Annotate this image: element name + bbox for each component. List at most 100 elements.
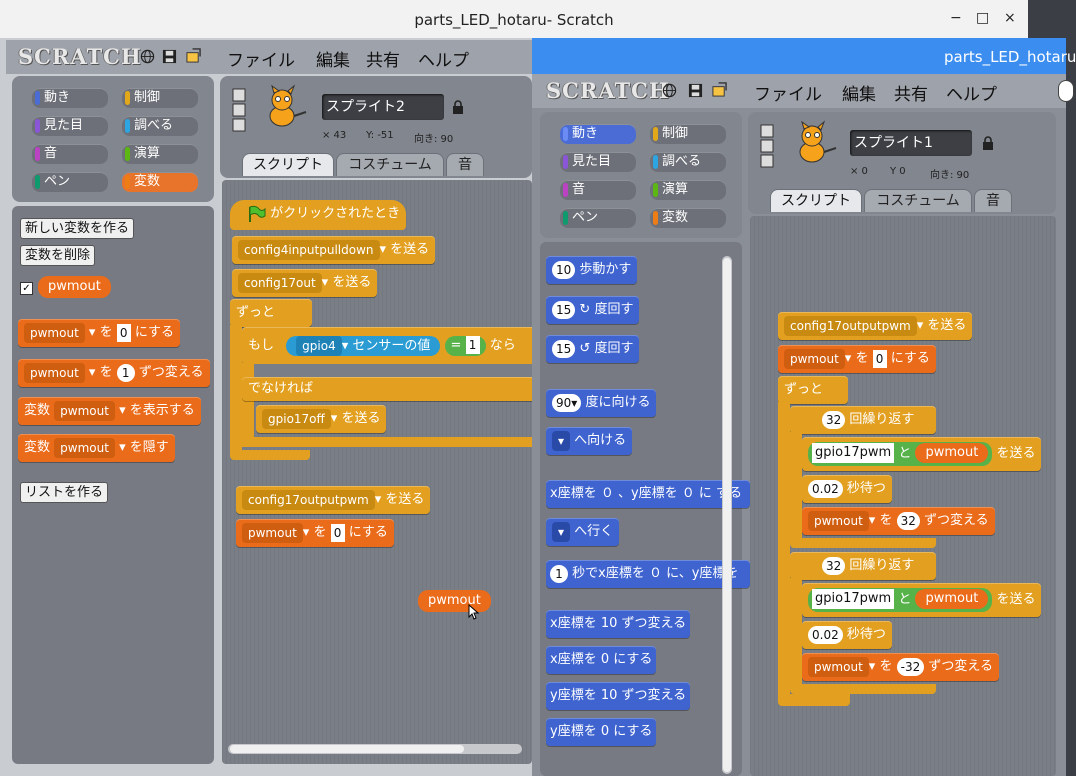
variable-checkbox[interactable]: ✓ — [20, 282, 33, 295]
point-direction-block[interactable]: 90▾ 度に向ける — [546, 389, 657, 417]
category-sensing[interactable]: 調べる — [122, 116, 198, 136]
broadcast-block[interactable]: gpio17off▾ を送る — [256, 405, 387, 433]
category-pen[interactable]: ペン — [560, 208, 636, 228]
front-block-palette: 10 歩動かす 15 ↻ 度回す 15 ↺ 度回す 90▾ 度に向ける ▾ へ向… — [540, 242, 750, 776]
menu-help[interactable]: ヘルプ — [418, 51, 469, 71]
wait-block[interactable]: 0.02 秒待つ — [802, 475, 892, 503]
globe-icon[interactable] — [662, 83, 677, 98]
tab-sounds[interactable]: 音 — [446, 153, 484, 176]
change-x-block[interactable]: x座標を 10 ずつ変える — [546, 610, 691, 638]
broadcast-join-block[interactable]: gpio17pwm と pwmout を送る — [802, 583, 1042, 617]
broadcast-block[interactable]: config4inputpulldown▾ を送る — [232, 236, 436, 264]
equals-operator[interactable]: = 1 — [444, 335, 486, 356]
globe-icon[interactable] — [140, 49, 155, 64]
menu-help[interactable]: ヘルプ — [946, 85, 997, 105]
join-operator[interactable]: gpio17pwm と pwmout — [808, 441, 993, 466]
delete-variable-button[interactable]: 変数を削除 — [20, 245, 96, 266]
menu-share[interactable]: 共有 — [366, 51, 400, 71]
share-icon[interactable] — [712, 82, 727, 97]
hide-variable-block[interactable]: 変数 pwmout ▾ を隠す — [18, 434, 175, 462]
if-foot — [242, 437, 532, 447]
menu-edit[interactable]: 編集 — [316, 51, 350, 71]
wait-block[interactable]: 0.02 秒待つ — [802, 621, 892, 649]
lock-icon[interactable] — [452, 100, 464, 114]
broadcast-join-block[interactable]: gpio17pwm と pwmout を送る — [802, 437, 1042, 471]
menu-file[interactable]: ファイル — [754, 85, 822, 105]
rotation-style-icons[interactable] — [232, 88, 246, 132]
join-operator[interactable]: gpio17pwm と pwmout — [808, 587, 993, 612]
category-variables[interactable]: 変数 — [122, 172, 198, 192]
repeat-block[interactable]: 32 回繰り返す — [790, 552, 936, 580]
forever-block[interactable]: ずっと — [778, 376, 848, 404]
broadcast-block[interactable]: config17outputpwm▾ を送る — [236, 486, 431, 514]
tab-costumes[interactable]: コスチューム — [864, 189, 972, 212]
category-sound[interactable]: 音 — [32, 144, 108, 164]
move-steps-block[interactable]: 10 歩動かす — [546, 256, 638, 284]
set-variable-block[interactable]: pwmout ▾ を 0 にする — [18, 319, 181, 347]
minimize-button[interactable]: − — [950, 10, 962, 26]
sensor-value-reporter[interactable]: gpio4▾ センサーの値 — [286, 335, 441, 356]
when-flag-clicked-hat[interactable]: がクリックされたとき — [230, 200, 406, 230]
front-script-area[interactable]: config17outputpwm▾ を送る pwmout▾ を 0 にする ず… — [750, 216, 1056, 776]
sprite-name-field[interactable]: スプライト1 — [850, 130, 972, 156]
sprite-name-field[interactable]: スプライト2 — [322, 94, 444, 120]
category-variables[interactable]: 変数 — [650, 208, 726, 228]
save-icon[interactable] — [688, 83, 703, 98]
category-motion[interactable]: 動き — [32, 88, 108, 108]
category-sensing[interactable]: 調べる — [650, 152, 726, 172]
broadcast-block[interactable]: config17out▾ を送る — [232, 269, 378, 297]
category-looks[interactable]: 見た目 — [560, 152, 636, 172]
set-y-block[interactable]: y座標を 0 にする — [546, 718, 657, 746]
set-variable-block[interactable]: pwmout▾ を 0 にする — [236, 519, 394, 547]
category-pen[interactable]: ペン — [32, 172, 108, 192]
change-variable-block[interactable]: pwmout▾ を -32 ずつ変える — [802, 653, 999, 681]
turn-left-block[interactable]: 15 ↺ 度回す — [546, 335, 640, 363]
menu-edit[interactable]: 編集 — [842, 85, 876, 105]
maximize-button[interactable]: □ — [976, 10, 990, 26]
change-y-block[interactable]: y座標を 10 ずつ変える — [546, 682, 691, 710]
floating-variable-reporter[interactable]: pwmout — [418, 590, 491, 612]
palette-vertical-scrollbar[interactable] — [722, 256, 732, 774]
category-operators[interactable]: 演算 — [650, 180, 726, 200]
save-icon[interactable] — [162, 49, 177, 64]
if-else-block[interactable]: もし gpio4▾ センサーの値 = 1 なら — [242, 327, 544, 365]
tab-scripts[interactable]: スクリプト — [242, 153, 334, 176]
horizontal-scrollbar[interactable] — [228, 744, 522, 754]
tab-scripts[interactable]: スクリプト — [770, 189, 862, 212]
broadcast-block[interactable]: config17outputpwm▾ を送る — [778, 312, 973, 340]
lock-icon[interactable] — [982, 136, 994, 150]
rotation-style-icons[interactable] — [760, 124, 774, 168]
repeat-foot — [790, 684, 936, 694]
make-list-button[interactable]: リストを作る — [20, 482, 109, 503]
tab-sounds[interactable]: 音 — [974, 189, 1012, 212]
forever-block[interactable]: ずっと — [230, 299, 312, 327]
variable-reporter-pwmout[interactable]: pwmout — [38, 276, 111, 298]
tab-costumes[interactable]: コスチューム — [336, 153, 444, 176]
category-control[interactable]: 制御 — [122, 88, 198, 108]
category-sound[interactable]: 音 — [560, 180, 636, 200]
glide-block[interactable]: 1 秒でx座標を ０ に、y座標を — [546, 560, 750, 588]
back-script-area[interactable]: がクリックされたとき config4inputpulldown▾ を送る con… — [222, 180, 544, 764]
share-icon[interactable] — [186, 48, 201, 63]
go-to-xy-block[interactable]: x座標を ０ 、y座標を ０ に する — [546, 480, 750, 508]
set-variable-block[interactable]: pwmout▾ を 0 にする — [778, 345, 936, 373]
show-variable-block[interactable]: 変数 pwmout ▾ を表示する — [18, 397, 201, 425]
new-variable-button[interactable]: 新しい変数を作る — [20, 218, 135, 239]
category-motion[interactable]: 動き — [560, 124, 636, 144]
category-looks[interactable]: 見た目 — [32, 116, 108, 136]
close-button[interactable]: × — [1004, 10, 1016, 26]
menu-share[interactable]: 共有 — [894, 85, 928, 105]
change-variable-block[interactable]: pwmout▾ を 32 ずつ変える — [802, 507, 995, 535]
turn-right-block[interactable]: 15 ↻ 度回す — [546, 296, 640, 324]
change-variable-block[interactable]: pwmout ▾ を 1 ずつ変える — [18, 359, 210, 387]
menu-file[interactable]: ファイル — [227, 51, 295, 71]
go-to-block[interactable]: ▾ へ行く — [546, 518, 620, 546]
category-control[interactable]: 制御 — [650, 124, 726, 144]
scratch-logo: SCRATCH — [18, 44, 142, 69]
repeat-arm — [790, 432, 802, 544]
repeat-block[interactable]: 32 回繰り返す — [790, 406, 936, 434]
point-towards-block[interactable]: ▾ へ向ける — [546, 427, 633, 455]
back-category-panel: 動き 制御 見た目 調べる 音 演算 ペン 変数 — [12, 76, 214, 202]
set-x-block[interactable]: x座標を 0 にする — [546, 646, 657, 674]
category-operators[interactable]: 演算 — [122, 144, 198, 164]
